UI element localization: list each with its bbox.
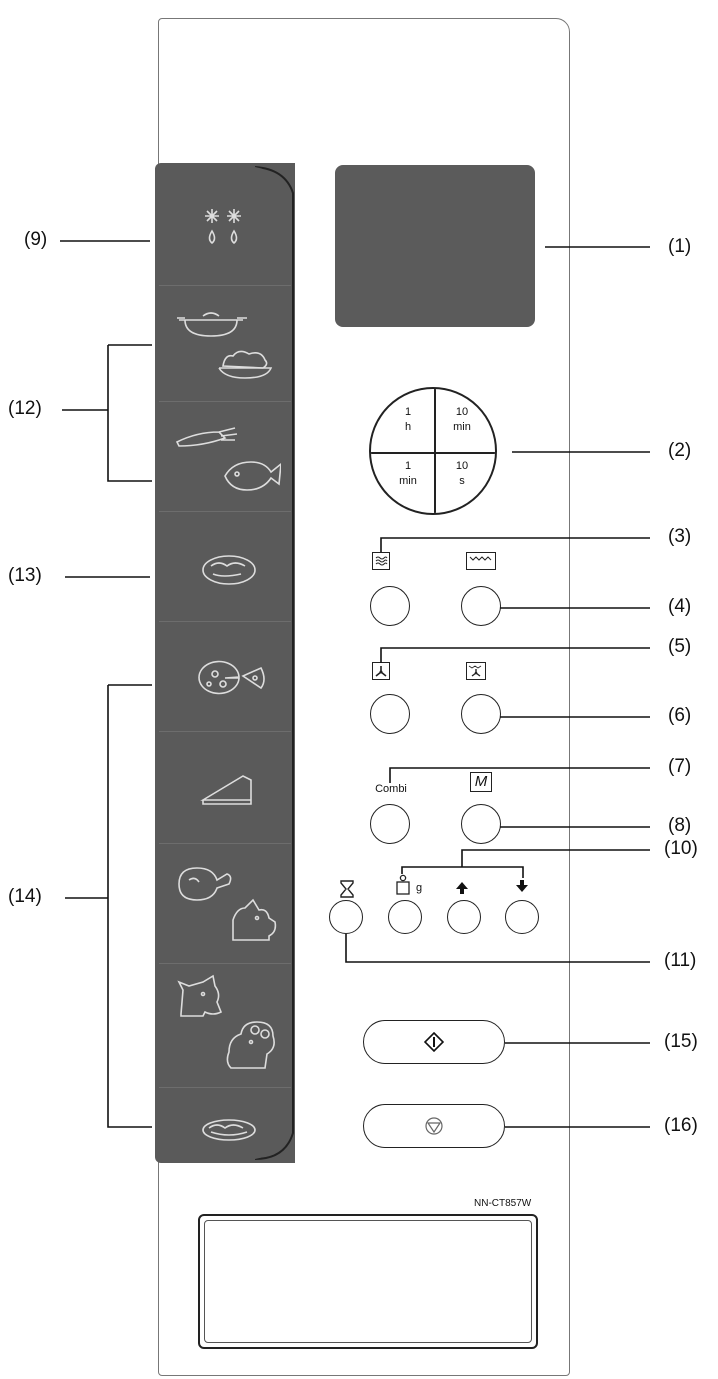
pizza-button[interactable] [159,621,291,731]
grill-fan-icon [466,662,486,680]
callout-6: (6) [668,705,692,726]
callout-5: (5) [668,636,692,657]
weight-unit-label: g [416,882,423,894]
pig-head-icon [232,898,277,941]
auto-program-strip [155,163,297,1163]
microwave-button[interactable] [370,586,410,626]
up-arrow-icon [456,882,468,894]
quiche-icon [202,1119,256,1141]
gratin-button[interactable] [159,511,291,621]
callout-16: (16) [664,1115,698,1136]
door-release-plate[interactable] [198,1214,538,1349]
stop-button[interactable] [363,1104,505,1148]
carrot-icon [175,427,238,447]
rice-bowl-icon [218,350,273,379]
stop-icon [425,1117,443,1135]
callout-2: (2) [668,440,692,461]
timer-button[interactable] [329,900,363,934]
start-icon [424,1032,444,1052]
grill-button[interactable] [461,586,501,626]
start-button[interactable] [363,1020,505,1064]
quiche-button[interactable] [159,1087,291,1157]
up-button[interactable] [447,900,481,934]
beef-lamb-button[interactable] [159,963,291,1087]
casserole-dish-icon [177,312,247,337]
callout-15: (15) [664,1031,698,1052]
callout-12: (12) [8,398,42,419]
casserole-rice-button[interactable] [159,285,291,401]
callout-13: (13) [8,565,42,586]
pizza-icon [198,660,265,695]
down-button[interactable] [505,900,539,934]
defrost-button[interactable] [159,169,291,285]
callout-3: (3) [668,526,692,547]
combi-label: Combi [375,783,407,795]
grill-convection-button[interactable] [461,694,501,734]
callout-14: (14) [8,886,42,907]
cake-slice-icon [200,775,252,805]
cake-button[interactable] [159,731,291,843]
weight-button[interactable] [388,900,422,934]
microwave-waves-icon [372,552,390,570]
combi-button[interactable] [370,804,410,844]
convection-button[interactable] [370,694,410,734]
callout-9: (9) [24,229,48,250]
hourglass-icon [340,880,354,898]
callout-4: (4) [668,596,692,617]
gratin-dish-icon [202,555,256,585]
fish-icon [224,461,281,491]
vegetable-fish-button[interactable] [159,401,291,511]
callout-10: (10) [664,838,698,859]
sheep-head-icon [226,1021,275,1069]
callout-11: (11) [664,950,697,971]
model-label: NN-CT857W [474,1198,532,1209]
cow-head-icon [177,974,223,1017]
memory-button[interactable] [461,804,501,844]
lcd-display [335,165,535,327]
weight-icon [396,874,410,895]
grill-element-icon [466,552,496,570]
roast-chicken-icon [178,867,232,901]
callout-7: (7) [668,756,692,777]
down-arrow-icon [516,880,528,892]
callout-1: (1) [668,236,692,257]
callout-8: (8) [668,815,692,836]
memory-label: M [470,772,492,792]
chicken-pork-button[interactable] [159,843,291,963]
snowflake-drops-icon [205,209,241,245]
